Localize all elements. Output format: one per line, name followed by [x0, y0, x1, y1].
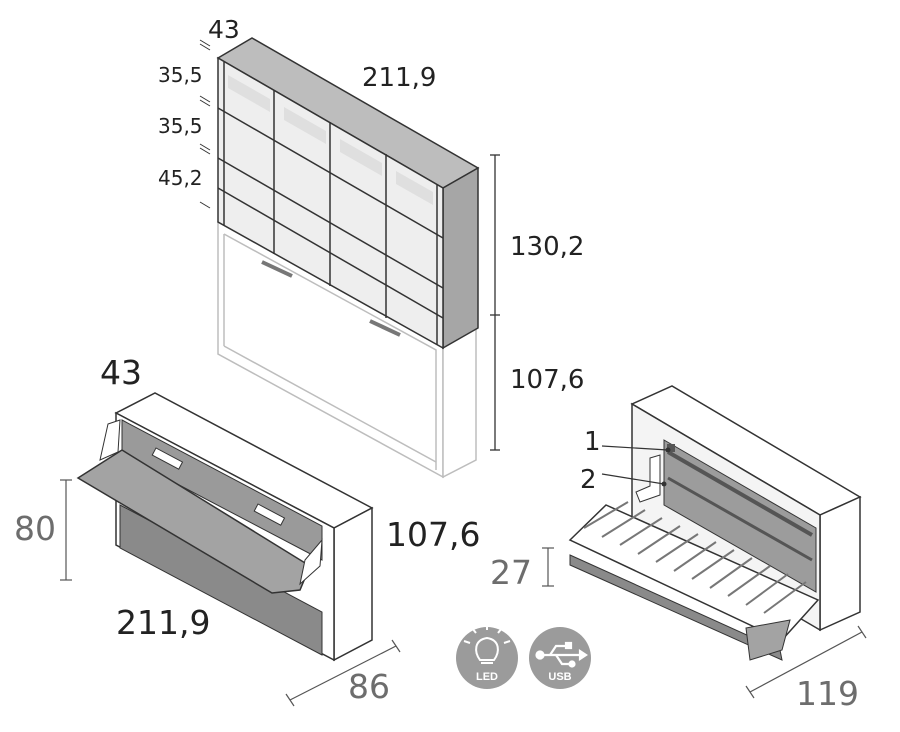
height-dimension-line: [490, 154, 500, 451]
callout-dot: [661, 481, 667, 487]
bottom-left-unit: 43 80 107,6 211,9 86: [14, 353, 480, 707]
usb-strip: [667, 476, 813, 562]
cabinet-handle: [261, 260, 293, 278]
bed-frame: [568, 504, 820, 641]
bottom-left-depth-top-label: 43: [100, 353, 142, 392]
led-badge: [456, 627, 518, 689]
bed-leg: [745, 619, 791, 661]
lower-height-label: 107,6: [510, 365, 584, 395]
bed-cabinet-closed: [217, 220, 477, 479]
cabinet-side: [333, 506, 373, 662]
bottom-right-bed-height-label: 27: [490, 553, 532, 592]
shelf-2-label: 35,5: [158, 114, 203, 138]
cabinet-handle: [151, 447, 184, 470]
callout-1-label: 1: [584, 427, 601, 457]
bottom-left-width-label: 211,9: [116, 603, 210, 642]
lightbulb-icon: [463, 624, 511, 664]
cubby-backs: [228, 75, 433, 205]
shelf-height-ticks: [199, 39, 211, 209]
bottom-right-depth-label: 119: [796, 674, 859, 713]
feature-led: LED: [456, 624, 518, 689]
shelf-3-label: 45,2: [158, 166, 203, 190]
top-width-label: 211,9: [362, 63, 436, 93]
bed-inner-panel: [121, 419, 323, 561]
led-strip: [667, 450, 813, 537]
bottom-left-length-label: 107,6: [386, 515, 480, 554]
led-label: LED: [476, 671, 498, 683]
callout-lines: [601, 445, 669, 485]
callout-2-label: 2: [580, 465, 597, 495]
bed-base-panel: [569, 554, 783, 661]
lift-mechanism: [635, 454, 661, 503]
flap-hinge: [99, 419, 121, 461]
bottom-left-dimension-lines: [60, 479, 401, 707]
top-unit: 43 211,9 35,5 35,5 45,2 130,2 107,6: [158, 15, 584, 479]
top-depth-label: 43: [208, 15, 240, 44]
usb-badge: [529, 627, 591, 689]
shelving-side: [442, 166, 479, 350]
open-cabinet-side: [819, 495, 861, 632]
feature-usb: USB: [529, 627, 591, 689]
bottom-left-height-label: 80: [14, 509, 56, 548]
cabinet-handle: [253, 503, 286, 526]
bottom-left-depth-bottom-label: 86: [348, 667, 390, 706]
bed-slats: [583, 501, 807, 614]
usb-label: USB: [548, 671, 571, 683]
shelf-1-label: 35,5: [158, 63, 203, 87]
cabinet-handle: [369, 319, 401, 337]
bottom-right-dimension-lines: [542, 547, 867, 699]
shelving-grid: [217, 62, 444, 345]
led-module: [667, 444, 675, 452]
flap-hinge: [299, 538, 323, 586]
bottom-right-unit: 1 2 27 119: [490, 385, 867, 713]
callout-dot: [665, 447, 671, 453]
upper-height-label: 130,2: [510, 232, 584, 262]
usb-icon: [535, 641, 588, 668]
